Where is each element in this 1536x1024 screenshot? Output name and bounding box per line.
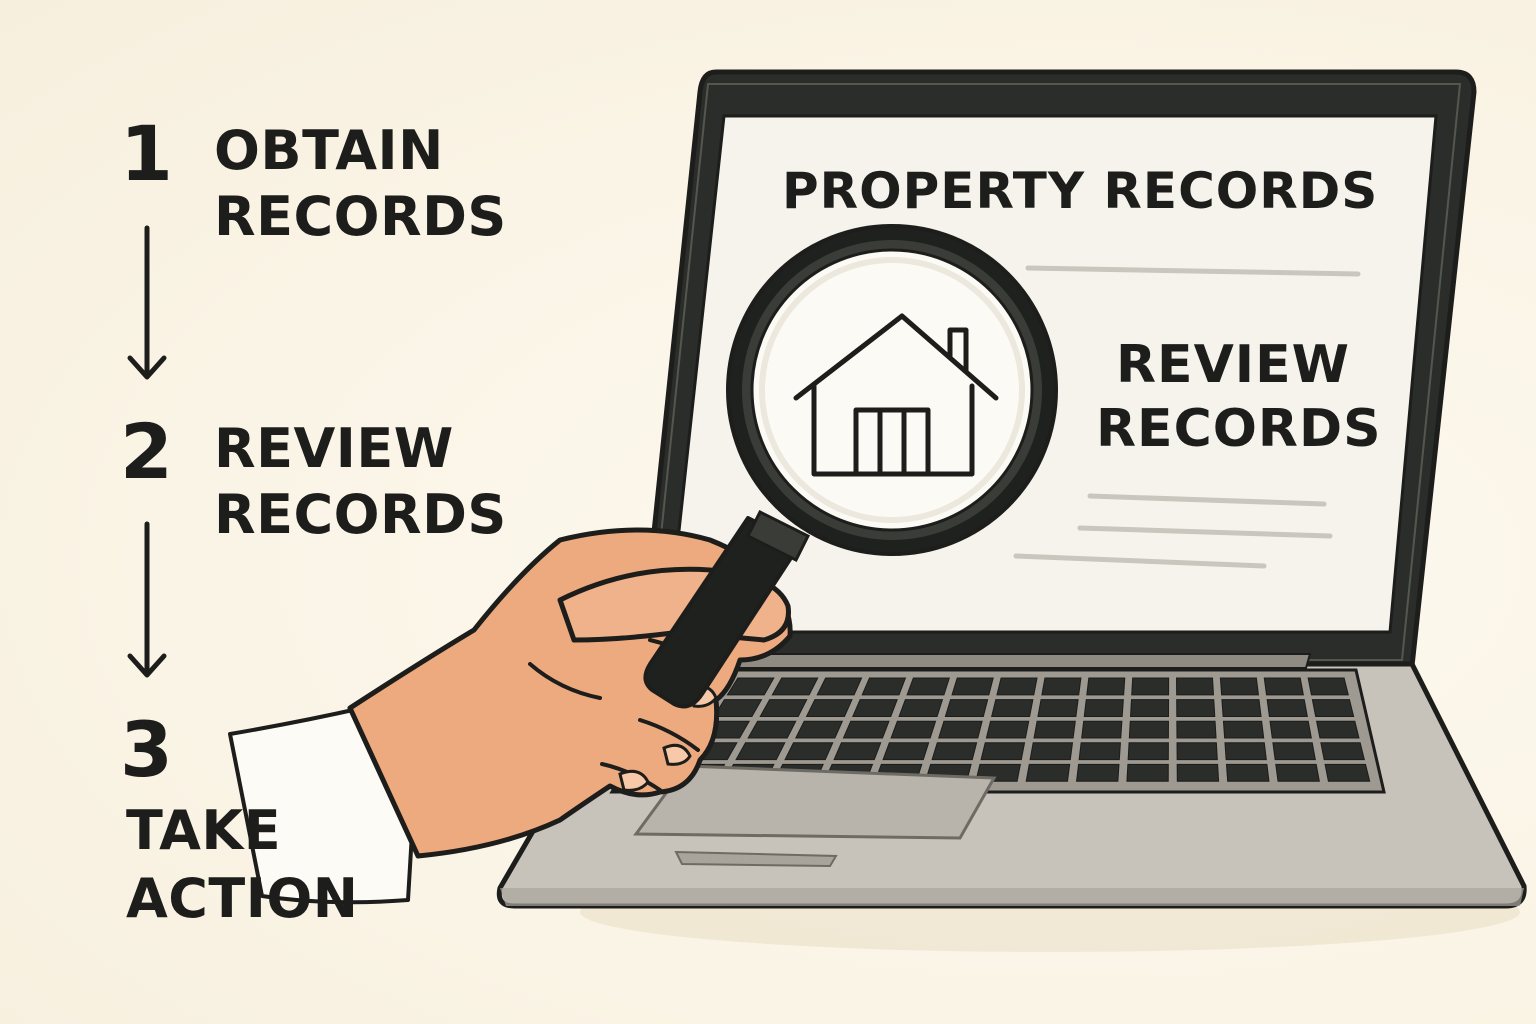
keyboard-key <box>1086 677 1126 696</box>
keyboard-key <box>996 677 1038 696</box>
keyboard-key <box>1176 742 1218 761</box>
keyboard-key <box>1221 699 1262 717</box>
keyboard-key <box>1219 677 1259 696</box>
keyboard-key <box>747 720 797 739</box>
keyboard-key <box>771 677 819 696</box>
keyboard-key <box>1224 742 1267 761</box>
screen-title: PROPERTY RECORDS <box>782 162 1378 220</box>
keyboard-key <box>898 699 944 717</box>
hand <box>228 527 793 905</box>
keyboard-key <box>1324 763 1371 782</box>
keyboard-key <box>1126 763 1169 782</box>
keyboard-key <box>1176 677 1215 696</box>
keyboard-key <box>1269 720 1312 739</box>
arrow-down-icon <box>127 521 167 678</box>
step-2-label-line-2: RECORDS <box>214 483 507 546</box>
keyboard-key <box>852 699 898 717</box>
step-2-label-line-1: REVIEW <box>214 417 454 480</box>
step-3-label-line-2: ACTION <box>126 867 359 930</box>
keyboard-key <box>1078 742 1121 761</box>
screen-text-lines <box>1013 265 1361 569</box>
keyboard-key <box>833 742 882 761</box>
step-1-label-line-2: RECORDS <box>214 185 507 248</box>
keyboard-key <box>1272 742 1316 761</box>
keyboard-key <box>1222 720 1265 739</box>
screen-review-line-1: REVIEW <box>1116 335 1350 395</box>
magnifier-handle <box>643 516 802 709</box>
keyboard-key <box>1081 720 1123 739</box>
keyboard-key <box>816 677 863 696</box>
arrow-down-icon <box>127 225 167 380</box>
keyboard-key <box>951 677 994 696</box>
screen-review-line-2: RECORDS <box>1096 399 1382 459</box>
keyboard-key <box>944 699 989 717</box>
keyboard-key <box>1266 699 1308 717</box>
keyboard-key <box>938 720 983 739</box>
keyboard-key <box>906 677 950 696</box>
keyboard-key <box>931 742 978 761</box>
step-1-number: 1 <box>120 109 173 198</box>
magnifier-lens <box>750 248 1034 532</box>
keyboard-key <box>1275 763 1320 782</box>
keyboard-key <box>735 742 786 761</box>
keyboard-key <box>1029 742 1074 761</box>
keyboard-key <box>1316 720 1360 739</box>
keyboard-key <box>1320 742 1365 761</box>
step-2-number: 2 <box>120 407 173 496</box>
keyboard-key <box>805 699 853 717</box>
keyboard-key <box>1263 677 1304 696</box>
keyboard-key <box>794 720 844 739</box>
laptop-notch <box>674 850 838 868</box>
laptop-lid-rim <box>646 83 1462 661</box>
keyboard-key <box>1083 699 1124 717</box>
keyboard-key <box>1033 720 1076 739</box>
keyboard-key <box>980 742 1026 761</box>
keyboard-key <box>991 699 1034 717</box>
keyboard-key <box>861 677 907 696</box>
keyboard-key <box>1176 720 1217 739</box>
keyboard-key <box>1041 677 1082 696</box>
keyboard-key <box>882 742 930 761</box>
trackpad <box>633 764 997 840</box>
magnifying-glass-icon <box>643 224 1058 709</box>
keyboard-key <box>1127 742 1169 761</box>
keyboard-key <box>759 699 808 717</box>
keyboard-key <box>842 720 890 739</box>
keyboard-key <box>890 720 937 739</box>
keyboard-key <box>1176 699 1216 717</box>
keyboard-key <box>1128 720 1169 739</box>
keyboard-key <box>1037 699 1079 717</box>
keyboard-key <box>1025 763 1071 782</box>
keyboard-key <box>1131 677 1170 696</box>
keyboard-key <box>1076 763 1120 782</box>
keyboard-key <box>1176 763 1220 782</box>
laptop-front-edge <box>500 888 1524 906</box>
keyboard-key <box>1311 699 1355 717</box>
sleeve <box>228 706 418 905</box>
step-3-number: 3 <box>120 705 173 794</box>
keyboard-key <box>985 720 1030 739</box>
keyboard-key <box>784 742 834 761</box>
step-3-label-line-1: TAKE <box>126 799 282 862</box>
keyboard-key <box>1225 763 1270 782</box>
house-icon <box>793 313 999 477</box>
keyboard-key <box>726 677 775 696</box>
keyboard-key <box>1307 677 1349 696</box>
keyboard-key <box>1130 699 1170 717</box>
step-1-label-line-1: OBTAIN <box>214 119 444 182</box>
